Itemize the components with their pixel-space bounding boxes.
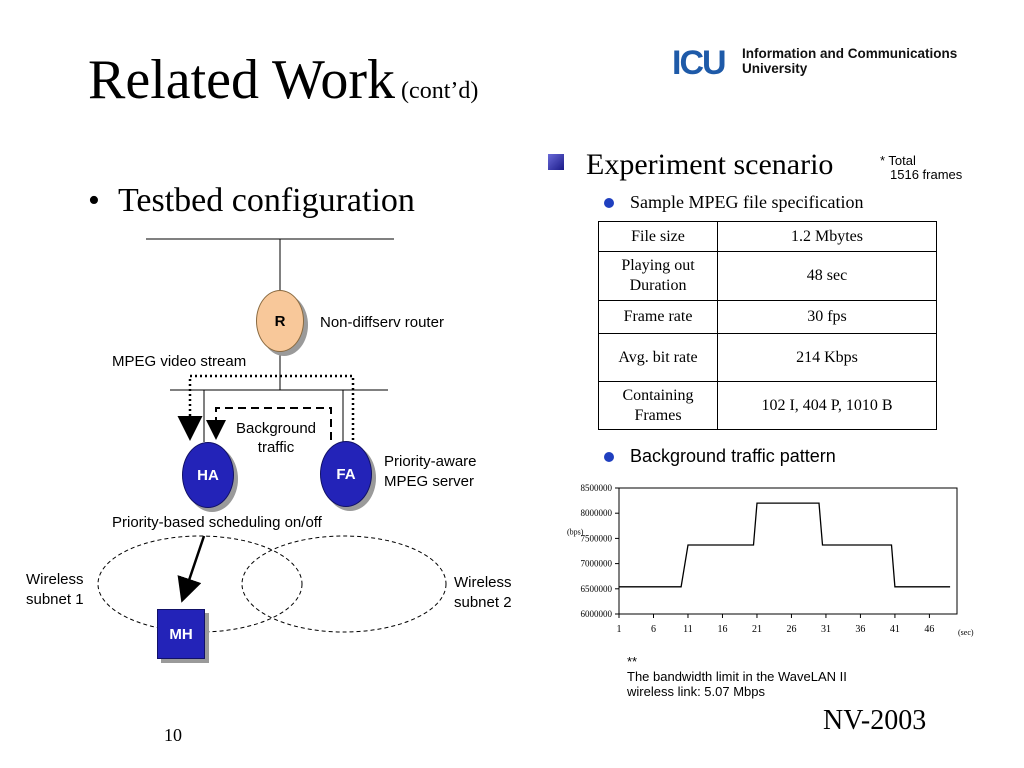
router-description: Non-diffserv router xyxy=(320,314,444,331)
y-tick-label: 7000000 xyxy=(581,559,613,569)
spec-value: 30 fps xyxy=(717,300,937,334)
slide-title-main: Related Work xyxy=(88,49,396,111)
traffic-series-line xyxy=(619,502,951,588)
x-tick-label: 16 xyxy=(717,624,727,635)
mobile-host-node: MH xyxy=(157,609,205,659)
x-tick-label: 41 xyxy=(890,624,900,635)
spec-key: Frame rate xyxy=(598,300,718,334)
x-tick-label: 6 xyxy=(651,624,656,635)
plot-frame xyxy=(618,487,958,615)
spec-value: 1.2 Mbytes xyxy=(717,221,937,252)
x-tick-label: 11 xyxy=(683,624,693,635)
x-tick-label: 31 xyxy=(821,624,831,635)
background-traffic-chart: 8500000 8000000 7500000 7000000 6500000 60000… xyxy=(567,483,974,637)
spec-key: Avg. bit rate xyxy=(598,333,718,382)
x-tick-label: 1 xyxy=(617,624,622,635)
y-tick-label: 8000000 xyxy=(581,508,613,518)
testbed-bullet: • Testbed configuration xyxy=(88,182,415,220)
wireless-subnet-2-label: Wireless subnet 2 xyxy=(454,574,512,611)
bullet-dot-icon: • xyxy=(88,182,100,219)
slide-title: Related Work(cont’d) xyxy=(88,52,478,108)
testbed-bullet-text: Testbed configuration xyxy=(118,182,415,219)
scheduling-label: Priority-based scheduling on/off xyxy=(112,514,322,531)
page-number: 10 xyxy=(164,725,182,745)
logo-line-1: Information and Communications xyxy=(742,46,958,61)
slide-title-sub: (cont’d) xyxy=(401,78,479,104)
foreign-agent-node: FA xyxy=(320,441,372,507)
round-bullet-icon xyxy=(604,198,614,208)
spec-key: File size xyxy=(598,221,718,252)
spec-key: Playing out Duration xyxy=(598,251,718,301)
mpeg-stream-path xyxy=(177,374,355,441)
router-node: R xyxy=(256,290,304,352)
x-tick-label: 21 xyxy=(752,624,762,635)
bandwidth-note: ** The bandwidth limit in the WaveLAN II… xyxy=(627,654,847,699)
y-tick-label: 8500000 xyxy=(581,483,613,493)
scheduling-arrow xyxy=(177,535,206,603)
mpeg-server-label: Priority-aware MPEG server xyxy=(384,453,477,490)
home-agent-node: HA xyxy=(182,442,234,508)
x-tick-label: 36 xyxy=(855,624,865,635)
y-tick-label: 6000000 xyxy=(581,609,613,619)
round-bullet-icon xyxy=(604,452,614,462)
x-tick-label: 26 xyxy=(786,624,796,635)
experiment-heading-text: Experiment scenario xyxy=(586,148,834,181)
spec-value: 48 sec xyxy=(717,251,937,301)
logo-text: Information and Communications Universit… xyxy=(742,46,957,76)
spec-bullet-text: Sample MPEG file specification xyxy=(630,192,864,212)
y-axis-label: (bps) xyxy=(567,527,584,536)
background-bullet-text: Background traffic pattern xyxy=(630,446,836,466)
background-traffic-path xyxy=(206,407,332,440)
logo-line-2: University xyxy=(742,61,808,76)
background-traffic-label: Background traffic xyxy=(235,420,317,456)
y-tick-label: 7500000 xyxy=(581,533,613,543)
spec-key: Containing Frames xyxy=(598,381,718,430)
x-axis-label: (sec) xyxy=(958,628,974,637)
x-tick-label: 46 xyxy=(924,624,934,635)
conference-label: NV-2003 xyxy=(823,705,927,736)
icu-logo-mark: ICU xyxy=(672,44,727,82)
square-bullet-icon xyxy=(548,154,564,170)
mpeg-stream-label: MPEG video stream xyxy=(112,353,247,370)
spec-value: 214 Kbps xyxy=(717,333,937,382)
wireless-subnet-2-area xyxy=(241,535,447,633)
spec-value: 102 I, 404 P, 1010 B xyxy=(717,381,937,430)
total-frames-note: * Total 1516 frames xyxy=(880,153,963,182)
wireless-subnet-1-label: Wireless subnet 1 xyxy=(26,571,84,608)
y-tick-label: 6500000 xyxy=(581,584,613,594)
